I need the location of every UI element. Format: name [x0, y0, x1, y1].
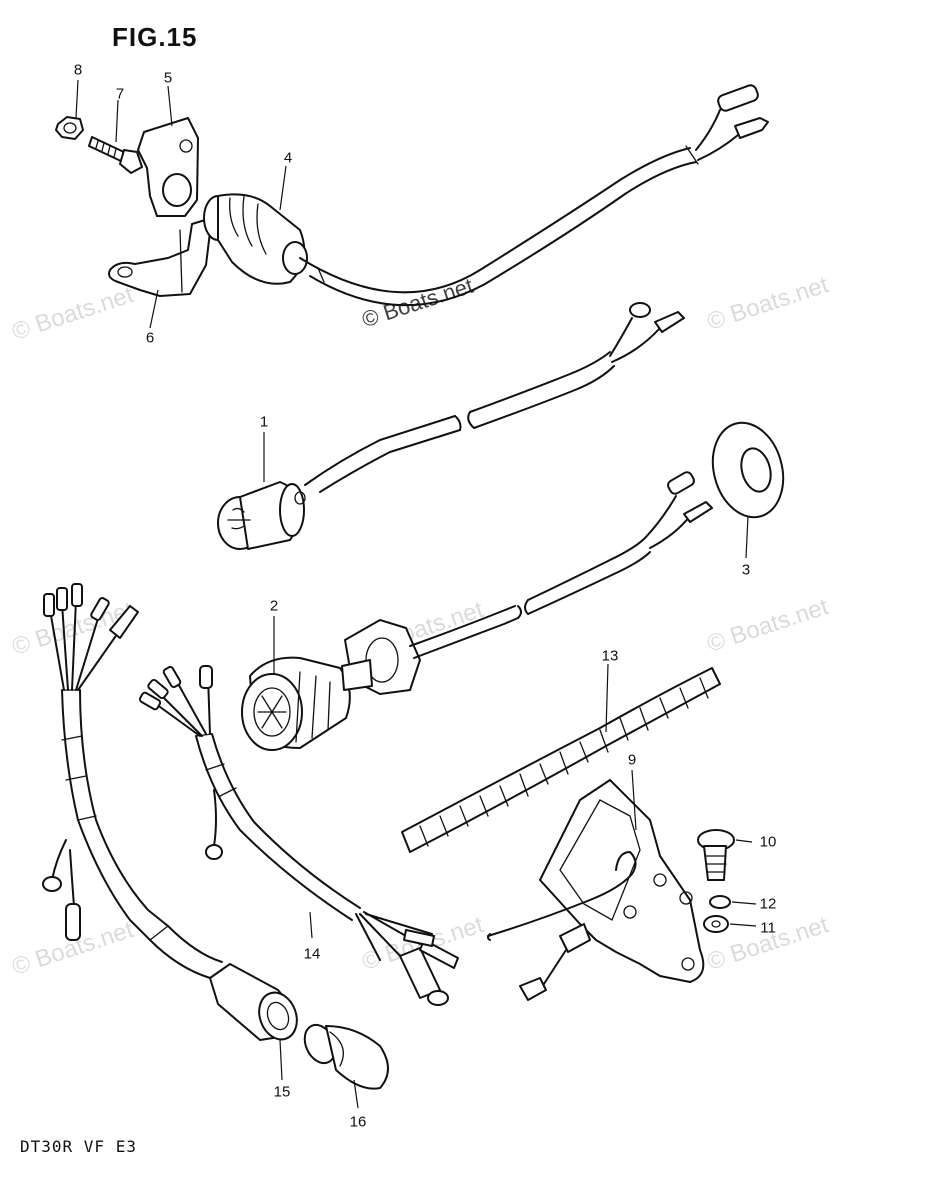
part-14-harness [138, 665, 459, 1006]
callout-part-10: 10 [759, 833, 777, 851]
part-13-spiral-wrap [401, 667, 721, 853]
callout-part-13: 13 [601, 647, 619, 665]
part-6-bracket [108, 219, 211, 297]
callout-part-14: 14 [303, 945, 321, 963]
part-2-switch [241, 471, 713, 751]
part-4-switch [203, 84, 769, 307]
callout-part-4: 4 [283, 149, 293, 167]
leader-lines [75, 79, 757, 1109]
model-code: DT30R VF E3 [20, 1137, 137, 1156]
part-16-cap [303, 1023, 389, 1090]
part-7-bolt [88, 136, 143, 174]
part-5-plate [137, 117, 199, 217]
figure-title: FIG.15 [112, 22, 198, 52]
callout-part-8: 8 [73, 61, 83, 79]
part-11-washer [703, 915, 729, 933]
callout-part-16: 16 [349, 1113, 367, 1131]
part-3-washer [711, 421, 785, 519]
part-1-switch [217, 302, 685, 550]
callout-part-12: 12 [759, 895, 777, 913]
callout-part-6: 6 [145, 329, 155, 347]
callout-part-11: 11 [760, 919, 776, 937]
callout-part-2: 2 [269, 597, 279, 615]
callout-part-15: 15 [273, 1083, 291, 1101]
part-12-washer [709, 895, 731, 909]
part-8-nut [55, 116, 84, 140]
callout-part-9: 9 [627, 751, 637, 769]
callout-part-3: 3 [741, 561, 751, 579]
callout-part-5: 5 [163, 69, 173, 87]
part-9-bracket [487, 779, 705, 1001]
callout-part-1: 1 [259, 413, 269, 431]
callout-part-7: 7 [115, 85, 125, 103]
part-10-bolt [697, 829, 735, 881]
wiring-harness-main [42, 583, 298, 1041]
